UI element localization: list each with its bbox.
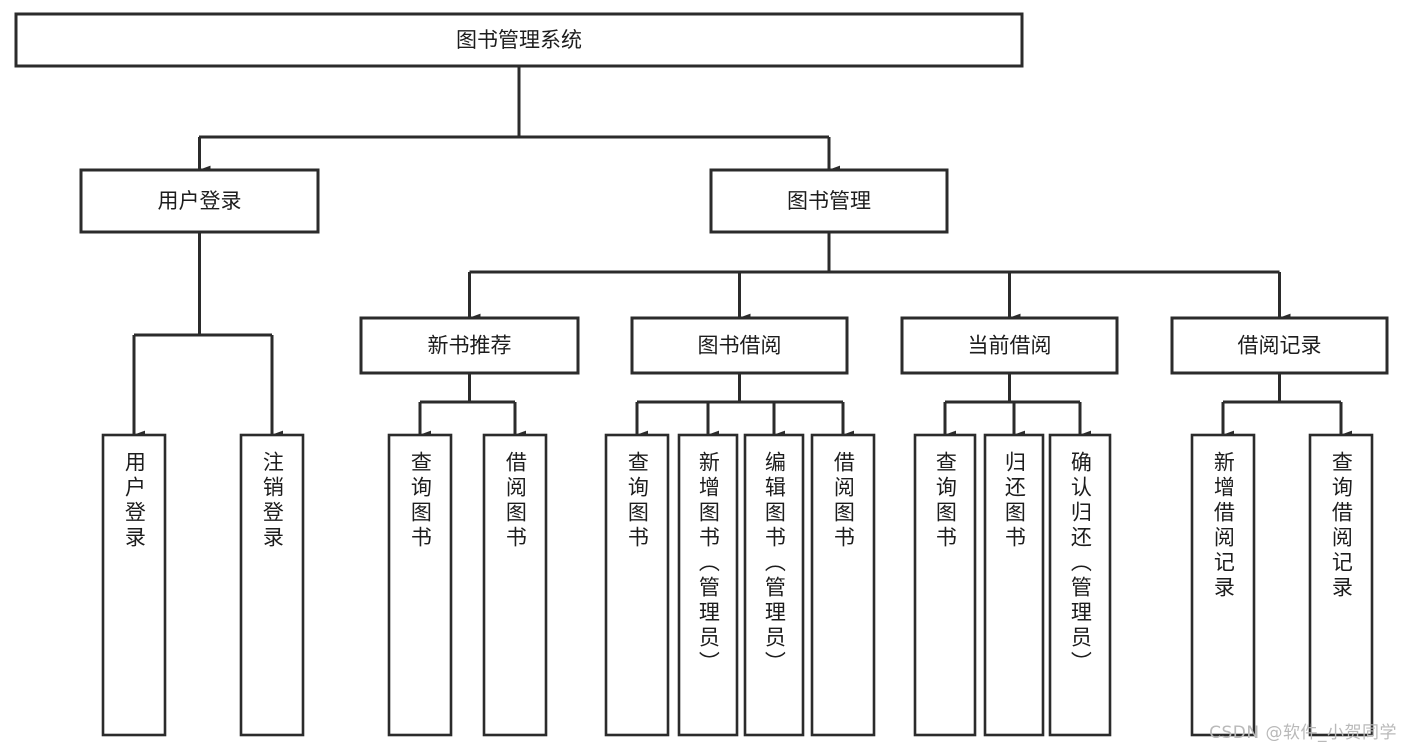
node-box-图书管理-l2[interactable] [709, 168, 949, 234]
watermark-text: CSDN @软件_小贺同学 [1209, 723, 1397, 743]
node-label-root: 图书管理系统 [456, 28, 582, 52]
leaf-box-归还图书-9[interactable] [983, 433, 1045, 737]
connector-edges [132, 66, 1352, 440]
leaf-box-编辑图书管理员-6[interactable] [743, 433, 805, 737]
node-box-root[interactable] [14, 12, 1024, 68]
node-label-借阅记录-l3: 借阅记录 [1238, 334, 1322, 358]
leaf-box-用户登录-0[interactable] [101, 433, 167, 737]
leaf-box-借阅图书-3[interactable] [482, 433, 548, 737]
leaf-box-确认归还管理员-10[interactable] [1048, 433, 1112, 737]
leaf-box-注销登录-1[interactable] [239, 433, 305, 737]
node-box-借阅记录-l3[interactable] [1170, 316, 1389, 375]
leaf-box-查询图书-2[interactable] [387, 433, 453, 737]
node-label-用户登录-l2: 用户登录 [158, 189, 242, 213]
leaf-box-新增借阅记录-11[interactable] [1190, 433, 1256, 737]
leaf-box-查询图书-4[interactable] [604, 433, 670, 737]
node-box-图书借阅-l3[interactable] [630, 316, 849, 375]
node-label-图书管理-l2: 图书管理 [787, 189, 871, 213]
leaf-box-查询借阅记录-12[interactable] [1308, 433, 1374, 737]
node-box-用户登录-l2[interactable] [79, 168, 320, 234]
node-label-新书推荐-l3: 新书推荐 [428, 334, 512, 358]
node-box-当前借阅-l3[interactable] [900, 316, 1119, 375]
node-box-新书推荐-l3[interactable] [359, 316, 580, 375]
node-boxes [14, 12, 1389, 737]
leaf-box-查询图书-8[interactable] [913, 433, 977, 737]
leaf-box-新增图书管理员-5[interactable] [677, 433, 739, 737]
node-label-图书借阅-l3: 图书借阅 [698, 334, 782, 358]
node-label-当前借阅-l3: 当前借阅 [968, 334, 1052, 358]
leaf-box-借阅图书-7[interactable] [810, 433, 876, 737]
